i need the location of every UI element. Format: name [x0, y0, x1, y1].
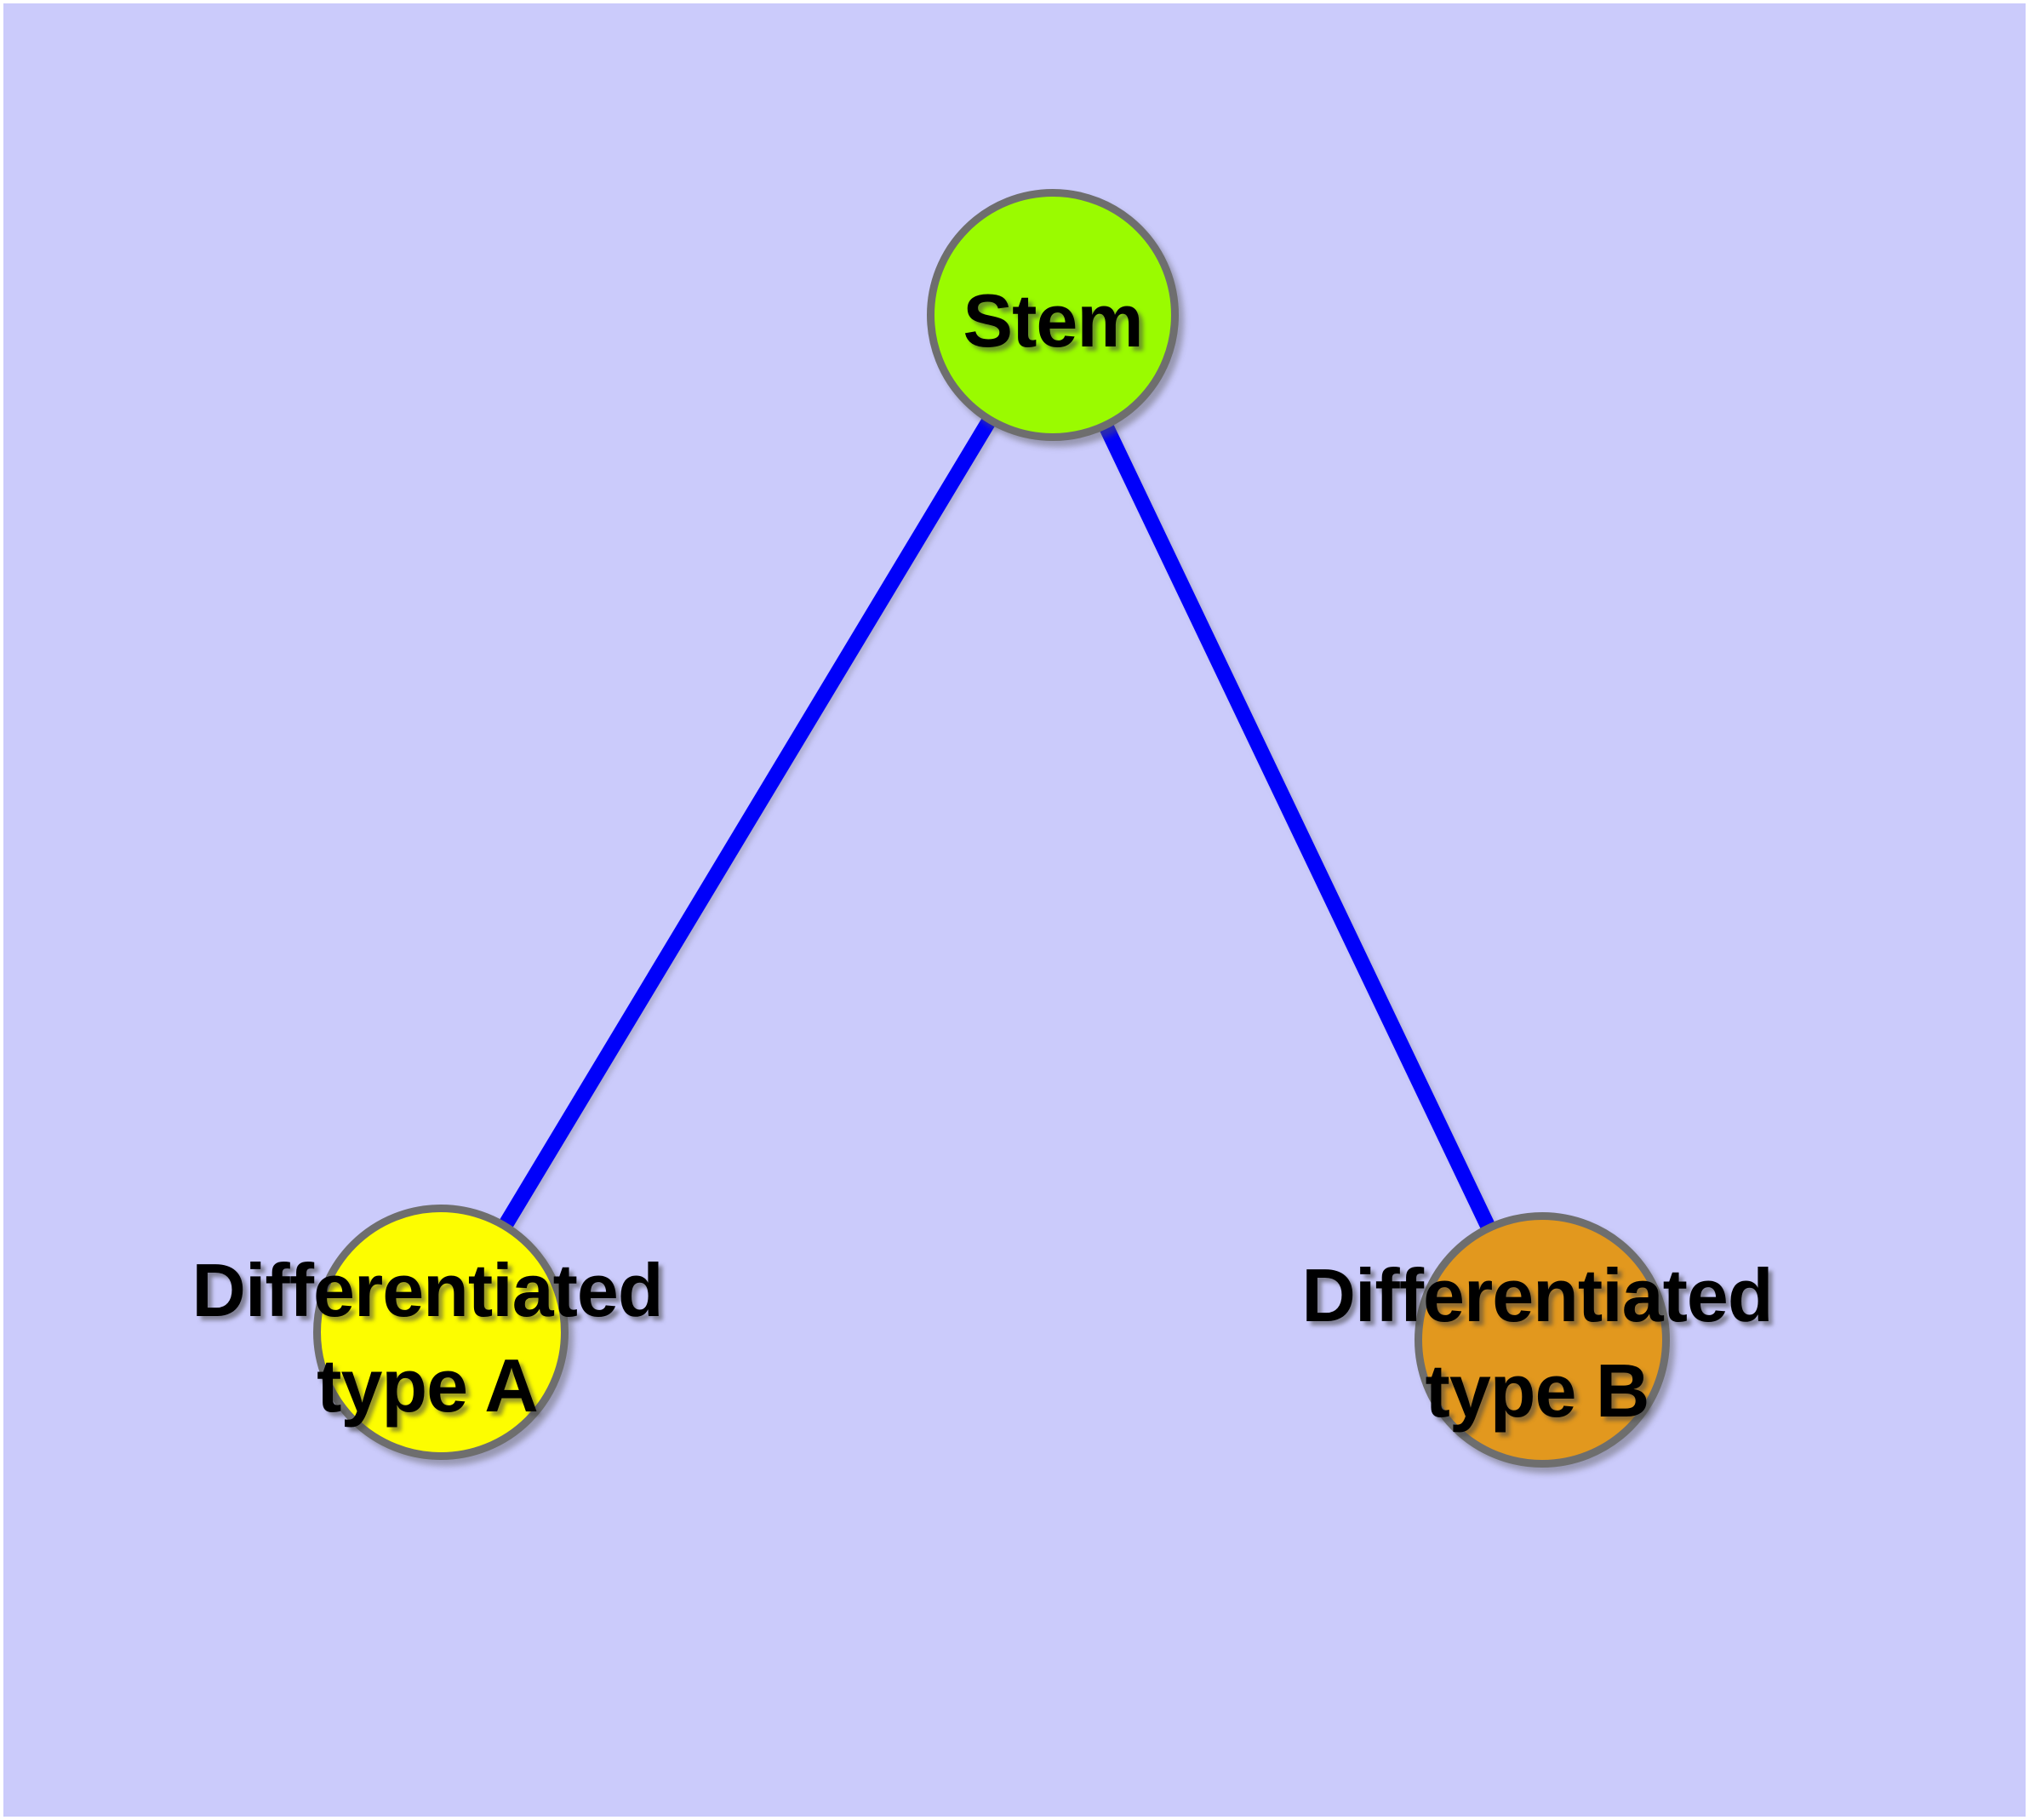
edge-stem-to-type-a	[434, 311, 1060, 1336]
node-stem	[927, 189, 1179, 441]
node-type-b-label-line1: Differentiated	[1301, 1253, 1773, 1337]
node-type-a-label-line1: Differentiated	[191, 1248, 663, 1332]
node-type-a-label: Differentiated type A	[191, 1243, 663, 1434]
node-stem-label: Stem	[963, 278, 1143, 363]
node-differentiated-type-a	[313, 1205, 569, 1460]
node-type-b-label-line2: type B	[1425, 1348, 1650, 1433]
node-differentiated-type-b	[1415, 1212, 1670, 1468]
edge-stem-to-type-b	[1045, 312, 1550, 1343]
node-type-a-label-line2: type A	[317, 1343, 539, 1428]
node-type-b-label: Differentiated type B	[1301, 1248, 1773, 1439]
